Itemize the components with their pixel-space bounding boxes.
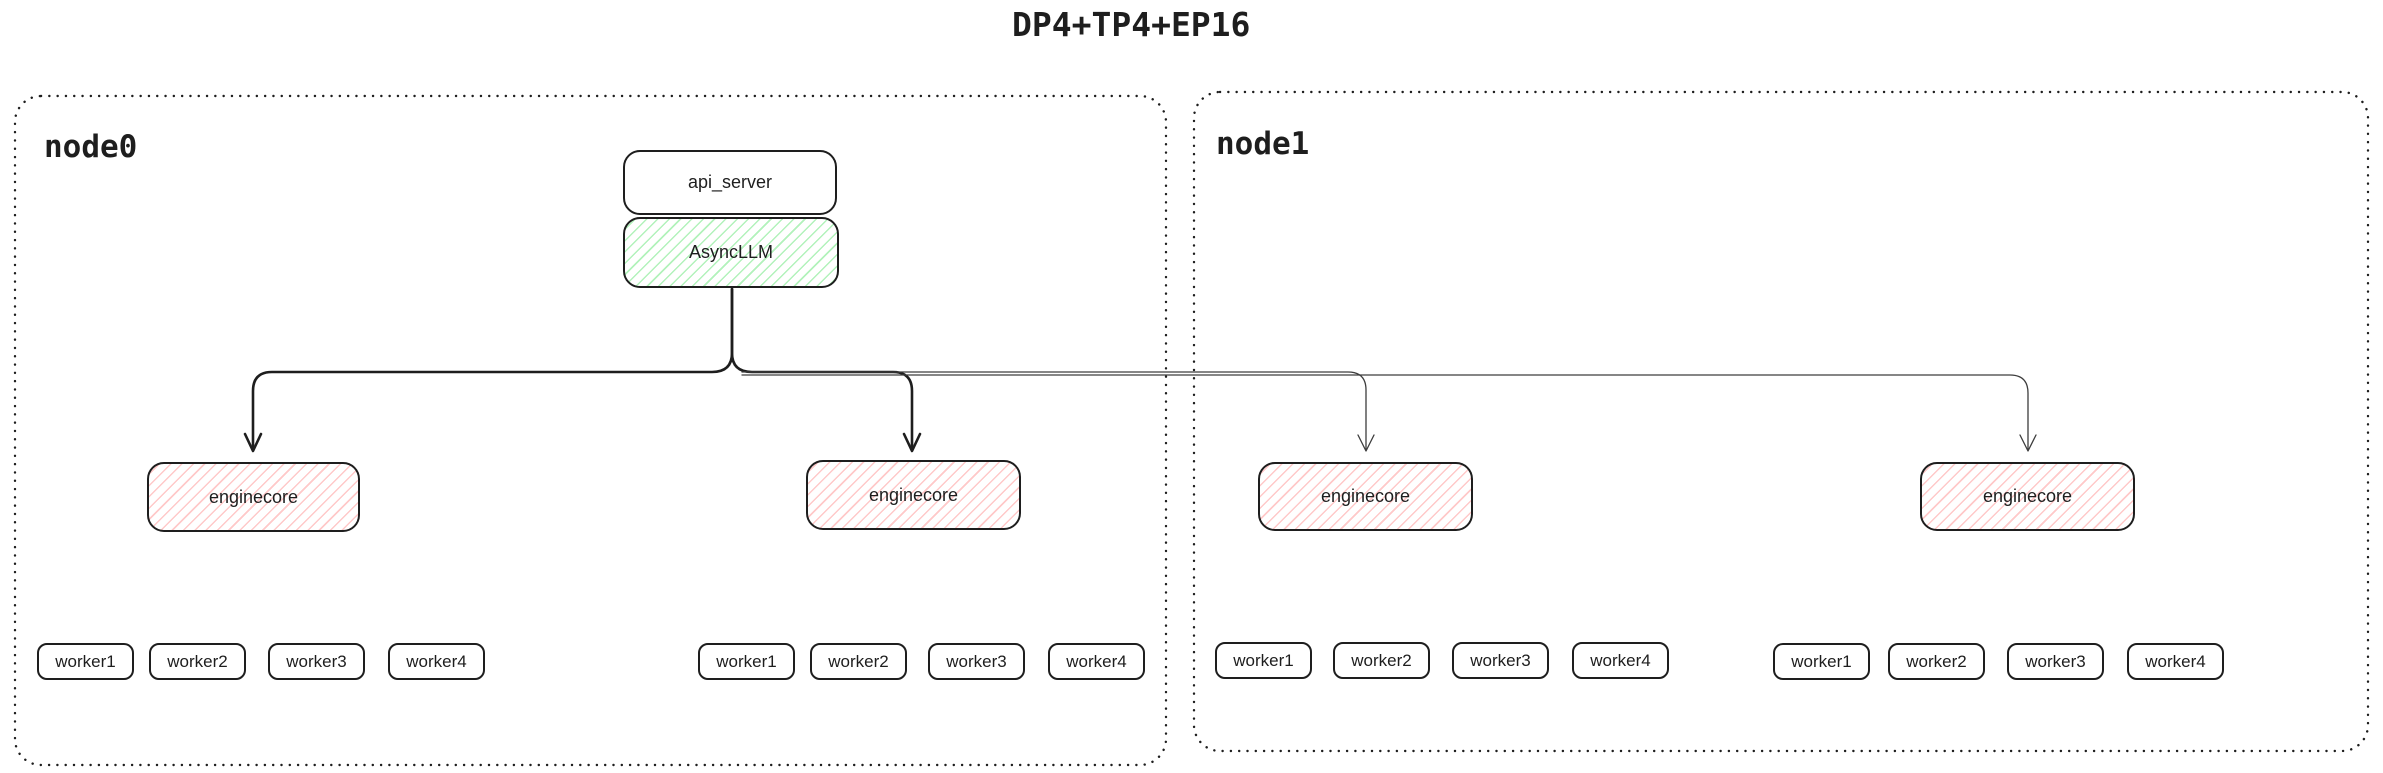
worker-box-n1e1-3: worker3 <box>2007 643 2104 680</box>
arrowhead-enginecore3 <box>2019 434 2037 452</box>
enginecore-box-node0-0: enginecore <box>147 462 360 532</box>
node0-label: node0 <box>44 129 138 165</box>
worker-box-n1e1-2: worker2 <box>1888 643 1985 680</box>
worker-box-n1e1-1: worker1 <box>1773 643 1870 680</box>
arrow-asyncllm-to-enginecore1 <box>730 287 914 450</box>
worker-box-n0e0-1: worker1 <box>37 643 134 680</box>
worker-box-n0e1-1: worker1 <box>698 643 795 680</box>
worker-box-n0e0-2: worker2 <box>149 643 246 680</box>
worker-box-n1e0-2: worker2 <box>1333 642 1430 679</box>
arrow-asyncllm-to-enginecore2 <box>741 371 1367 450</box>
enginecore-box-node0-1: enginecore <box>806 460 1021 530</box>
arrow-asyncllm-to-enginecore0 <box>251 287 734 450</box>
node0-container <box>13 94 1168 767</box>
node1-label: node1 <box>1216 126 1310 162</box>
worker-box-n0e1-3: worker3 <box>928 643 1025 680</box>
diagram-title: DP4+TP4+EP16 <box>1012 5 1251 44</box>
worker-box-n1e1-4: worker4 <box>2127 643 2224 680</box>
worker-box-n1e0-3: worker3 <box>1452 642 1549 679</box>
worker-box-n0e0-4: worker4 <box>388 643 485 680</box>
worker-box-n0e1-4: worker4 <box>1048 643 1145 680</box>
arrow-asyncllm-to-enginecore3 <box>741 374 2029 450</box>
worker-box-n1e0-1: worker1 <box>1215 642 1312 679</box>
worker-box-n0e1-2: worker2 <box>810 643 907 680</box>
api-server-box: api_server <box>623 150 837 215</box>
worker-box-n1e0-4: worker4 <box>1572 642 1669 679</box>
enginecore-box-node1-0: enginecore <box>1258 462 1473 531</box>
arrowhead-enginecore2 <box>1357 434 1375 452</box>
arrowhead-enginecore0 <box>243 432 263 453</box>
asyncllm-box: AsyncLLM <box>623 217 839 288</box>
arrowhead-enginecore1 <box>902 432 922 453</box>
worker-box-n0e0-3: worker3 <box>268 643 365 680</box>
enginecore-box-node1-1: enginecore <box>1920 462 2135 531</box>
